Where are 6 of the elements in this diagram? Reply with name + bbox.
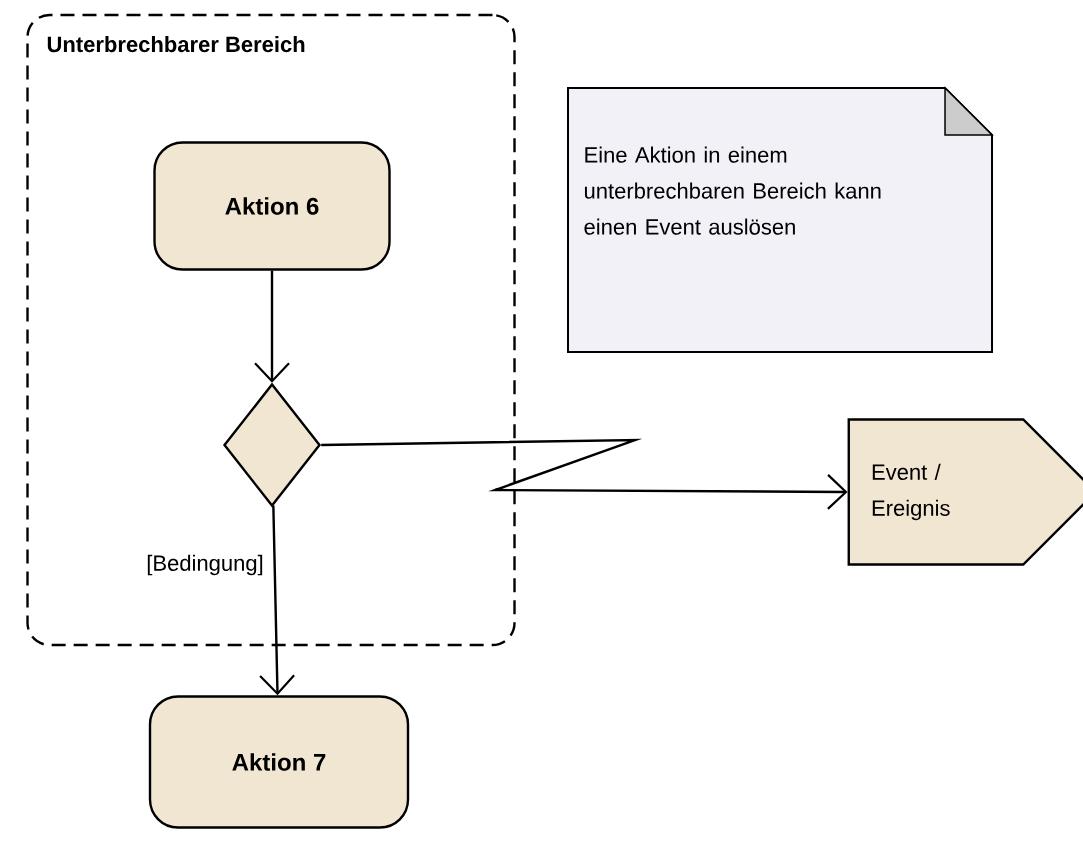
action-box: Aktion 7 [148, 695, 410, 829]
interrupt-arrow [321, 438, 848, 510]
arrow [254, 270, 290, 383]
action-box: Aktion 6 [153, 141, 391, 271]
edge-label: [Bedingung] [143, 551, 267, 579]
arrow [259, 505, 295, 696]
